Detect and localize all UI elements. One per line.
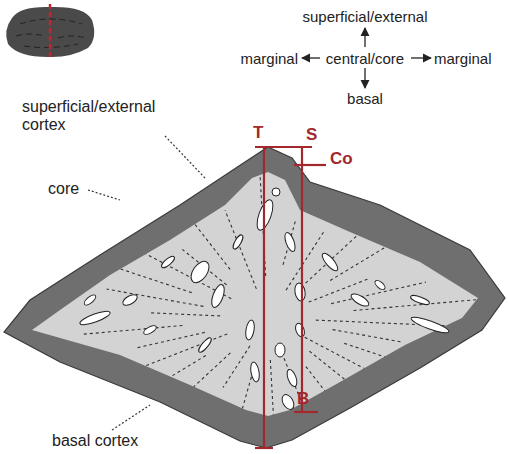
texture-stroke <box>174 353 230 405</box>
cortex-shape <box>4 147 505 448</box>
direction-label: marginal <box>240 50 298 68</box>
texture-stroke <box>309 351 406 429</box>
texture-stroke <box>330 212 444 281</box>
core-shape <box>32 172 478 416</box>
vesicle <box>275 343 285 357</box>
vesicle <box>410 294 431 306</box>
measure-label: S <box>306 126 317 144</box>
texture-stroke <box>316 320 474 327</box>
vesicle <box>285 368 299 388</box>
vesicle <box>280 393 297 412</box>
texture-stroke <box>306 367 338 407</box>
vesicle <box>83 293 98 307</box>
vesicle <box>142 324 157 336</box>
direction-label: marginal <box>434 50 492 68</box>
direction-label: superficial/external <box>302 8 427 26</box>
texture-stroke <box>113 356 206 412</box>
orientation-arrows <box>302 28 431 88</box>
texture-stroke <box>333 330 402 342</box>
vesicle <box>209 283 227 309</box>
direction-label: central/core <box>326 50 404 68</box>
texture-stroke <box>107 289 204 306</box>
texture-stroke <box>83 326 183 335</box>
measurement-lines <box>255 147 326 448</box>
vesicle <box>320 251 340 273</box>
region-label: core <box>48 180 79 198</box>
vesicle <box>294 282 307 301</box>
vesicle <box>272 188 280 196</box>
vesicle <box>410 314 450 335</box>
vesicle <box>79 309 112 327</box>
vesicle <box>187 258 212 286</box>
measure-label: T <box>253 124 263 142</box>
texture-stroke <box>93 334 227 386</box>
vesicle <box>197 336 213 354</box>
vesicle <box>373 279 386 291</box>
texture-stroke <box>182 249 226 284</box>
texture-stroke <box>305 337 404 389</box>
vesicle <box>249 361 260 382</box>
outline-icon <box>6 4 94 60</box>
leader-lines <box>88 136 205 430</box>
measure-label: Co <box>330 150 353 168</box>
region-label: superficial/external cortex <box>22 98 174 134</box>
texture-stroke <box>148 313 220 316</box>
texture-stroke <box>77 255 191 293</box>
region-label: basal cortex <box>52 432 138 450</box>
vesicle <box>160 255 176 270</box>
texture-stroke <box>110 235 231 299</box>
texture-stroke <box>223 346 250 388</box>
texture-stroke <box>270 360 274 441</box>
texture-stroke <box>344 343 433 373</box>
texture-stroke <box>186 213 230 270</box>
direction-label: basal <box>347 90 383 108</box>
texture-stroke <box>225 371 253 454</box>
vesicle <box>283 231 297 253</box>
radial-texture <box>77 177 482 454</box>
vesicle <box>349 292 370 309</box>
texture-stroke <box>225 210 256 289</box>
vesicle <box>294 322 306 338</box>
vesicle <box>231 234 244 251</box>
measure-label: B <box>297 390 309 408</box>
vesicle <box>121 293 139 308</box>
vesicle <box>244 319 255 340</box>
